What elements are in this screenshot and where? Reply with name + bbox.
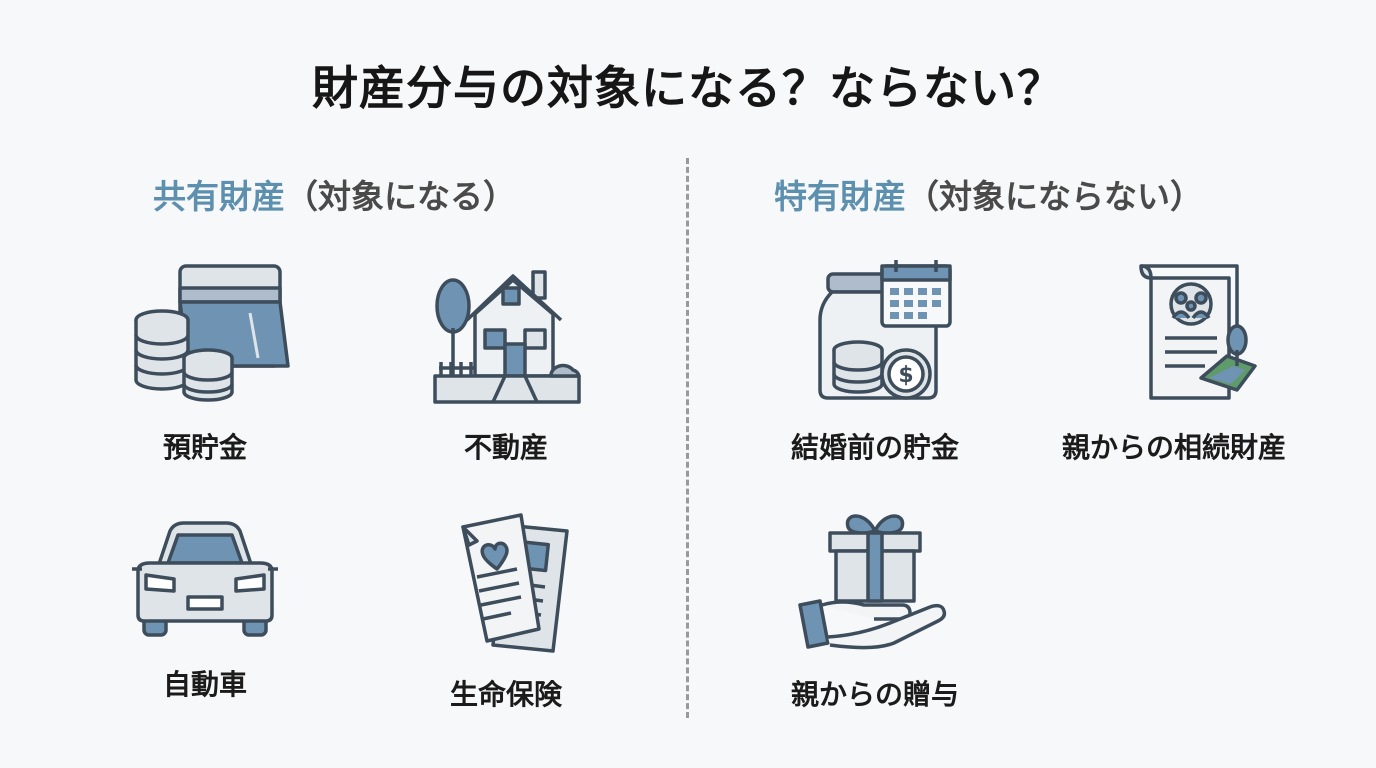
item-premarital-savings: $ 結婚前の貯金	[745, 258, 1005, 466]
item-inheritance: 親からの相続財産	[1044, 258, 1304, 466]
item-label: 生命保険	[449, 678, 562, 711]
bank-card-coins-icon	[134, 264, 290, 402]
heading-main-shared: 共有財産	[153, 177, 285, 216]
item-savings: 預貯金	[75, 258, 335, 466]
svg-text:$: $	[898, 363, 913, 388]
heading-note-shared: （対象になる）	[285, 177, 516, 216]
item-label: 預貯金	[162, 431, 247, 464]
item-label: 自動車	[162, 668, 247, 701]
heading-main-separate: 特有財産	[774, 177, 906, 216]
item-car: 自動車	[75, 505, 335, 703]
item-gift-from-parents: 親からの贈与	[745, 505, 1005, 713]
item-label: 親からの贈与	[790, 678, 959, 711]
insurance-documents-icon	[461, 513, 569, 653]
section-heading-separate-property: 特有財産（対象にならない）	[774, 170, 1203, 218]
savings-jar-calendar-icon: $	[818, 260, 952, 400]
item-life-insurance: 生命保険	[376, 505, 636, 713]
item-real-estate: 不動産	[376, 258, 636, 466]
item-label: 親からの相続財産	[1061, 431, 1286, 464]
inheritance-document-icon	[1139, 264, 1257, 400]
house-icon	[433, 270, 581, 404]
gift-hand-icon	[798, 514, 947, 650]
section-divider	[686, 158, 689, 718]
section-heading-shared-property: 共有財産（対象になる）	[153, 170, 516, 218]
heading-note-separate: （対象にならない）	[906, 177, 1203, 216]
page-title: 財産分与の対象になる？ならない？	[312, 61, 1064, 115]
car-icon	[132, 521, 278, 637]
item-label: 結婚前の貯金	[790, 431, 959, 464]
item-label: 不動産	[463, 431, 548, 464]
